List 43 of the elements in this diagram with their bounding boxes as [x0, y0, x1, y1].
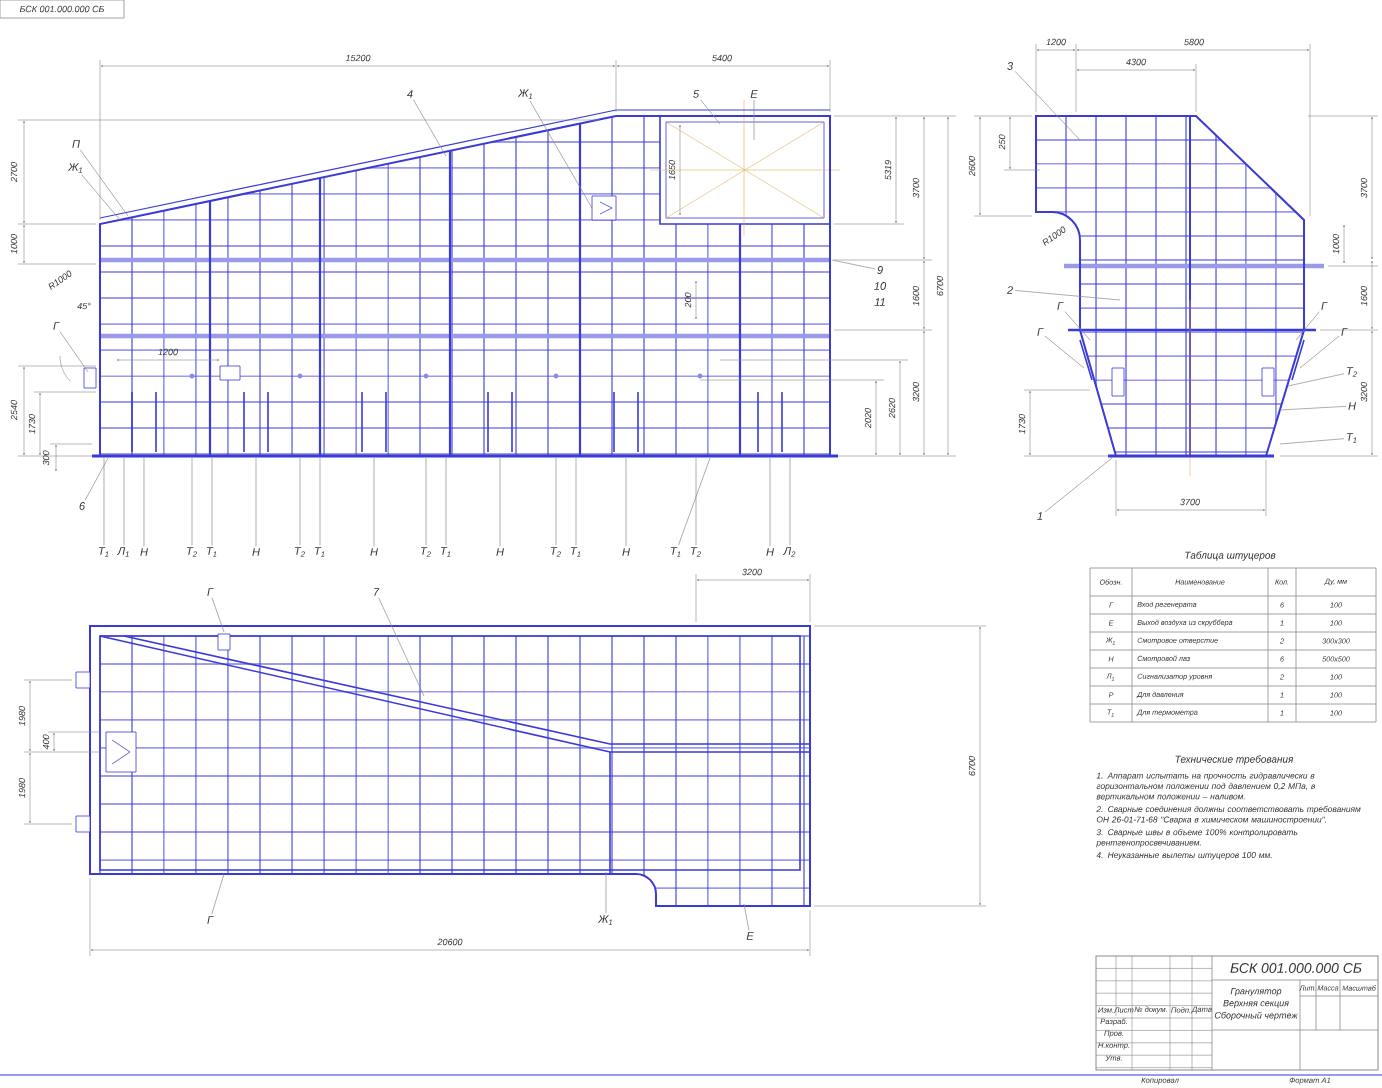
- leader-line: [255, 457, 257, 547]
- leader-line: [378, 597, 425, 697]
- leader-line: [211, 457, 213, 546]
- leader-line: [1287, 373, 1345, 387]
- leader-line: [1014, 71, 1081, 141]
- leader-line: [319, 457, 321, 546]
- leader-line: [191, 457, 193, 546]
- leader-line: [1044, 335, 1085, 369]
- leader-line: [1014, 290, 1121, 301]
- leader-line: [625, 457, 627, 547]
- leader-line: [103, 457, 105, 546]
- leader-line: [81, 174, 121, 221]
- leader-line: [769, 457, 771, 547]
- leader-line: [1064, 311, 1091, 341]
- leader-line: [1279, 406, 1347, 411]
- leader-line: [678, 457, 711, 546]
- leader-line: [79, 149, 129, 217]
- leader-line: [211, 597, 225, 633]
- leader-line: [529, 100, 593, 209]
- leader-line: [1044, 457, 1113, 513]
- leader-line: [59, 331, 89, 373]
- leader-line: [743, 903, 750, 931]
- leader-line: [84, 457, 109, 501]
- leader-line: [445, 457, 447, 546]
- leader-line: [299, 457, 301, 546]
- leader-line: [123, 457, 125, 546]
- leader-line: [575, 457, 577, 546]
- leader-line: [695, 457, 697, 546]
- leader-line: [1295, 311, 1320, 341]
- leader-line: [373, 457, 375, 547]
- leader-line: [499, 457, 501, 547]
- leader-line: [425, 457, 427, 546]
- leader-line: [789, 457, 791, 546]
- leader-line: [700, 99, 721, 125]
- leader-line: [753, 99, 755, 141]
- leader-line: [413, 99, 447, 157]
- leader-line: [143, 457, 145, 547]
- leader-line: [605, 871, 607, 914]
- leader-line: [211, 873, 225, 915]
- leader-line: [1279, 438, 1345, 445]
- leader-line: [1299, 335, 1340, 369]
- leader-line: [555, 457, 557, 546]
- leader-line: [831, 259, 876, 270]
